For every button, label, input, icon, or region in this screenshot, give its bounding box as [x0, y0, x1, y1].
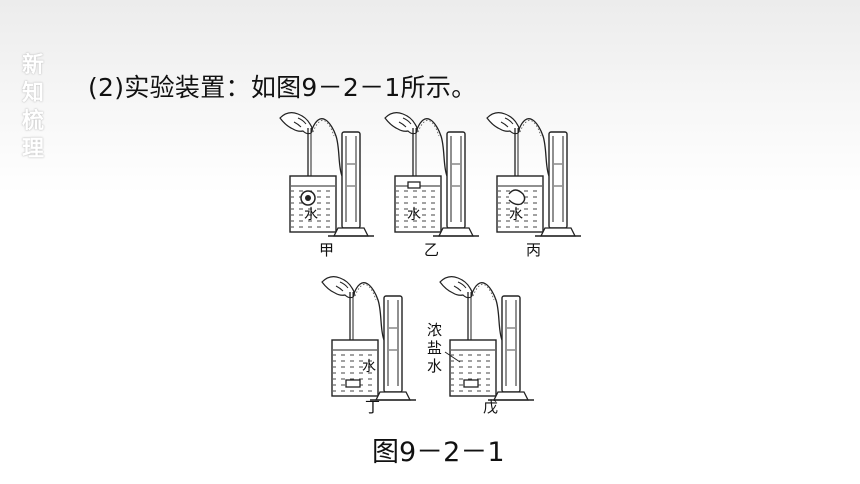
- brine-note-char-3: 水: [427, 357, 442, 375]
- apparatus-label: 乙: [424, 241, 439, 259]
- side-label-char-3: 梳: [21, 109, 44, 134]
- water-label: 水: [407, 207, 421, 223]
- side-label-char-4: 理: [21, 137, 44, 162]
- brine-note: 浓 盐 水: [427, 321, 442, 375]
- section-side-label: 新 知 梳 理: [18, 52, 48, 164]
- water-label: 水: [509, 207, 523, 223]
- apparatus-jia: 水 甲: [279, 111, 375, 259]
- apparatus-label: 戊: [483, 398, 498, 416]
- apparatus-yi: 水 乙: [384, 111, 480, 259]
- water-label: 水: [304, 207, 318, 223]
- brine-note-char-1: 浓: [427, 321, 442, 339]
- apparatus-label: 丙: [526, 241, 541, 259]
- figure-caption: 图9－2－1: [372, 437, 505, 468]
- apparatus-ding: 水 丁: [321, 275, 417, 416]
- water-label: 水: [362, 359, 376, 375]
- apparatus-bing: 水 丙: [486, 111, 582, 259]
- apparatus-label: 甲: [319, 241, 334, 259]
- brine-note-char-2: 盐: [427, 339, 442, 357]
- side-label-char-2: 知: [21, 81, 44, 106]
- apparatus-wu: 戊: [439, 275, 535, 416]
- apparatus-label: 丁: [365, 398, 380, 416]
- side-label-char-1: 新: [21, 53, 44, 78]
- heading-text: (2)实验装置：如图9－2－1所示。: [88, 73, 477, 102]
